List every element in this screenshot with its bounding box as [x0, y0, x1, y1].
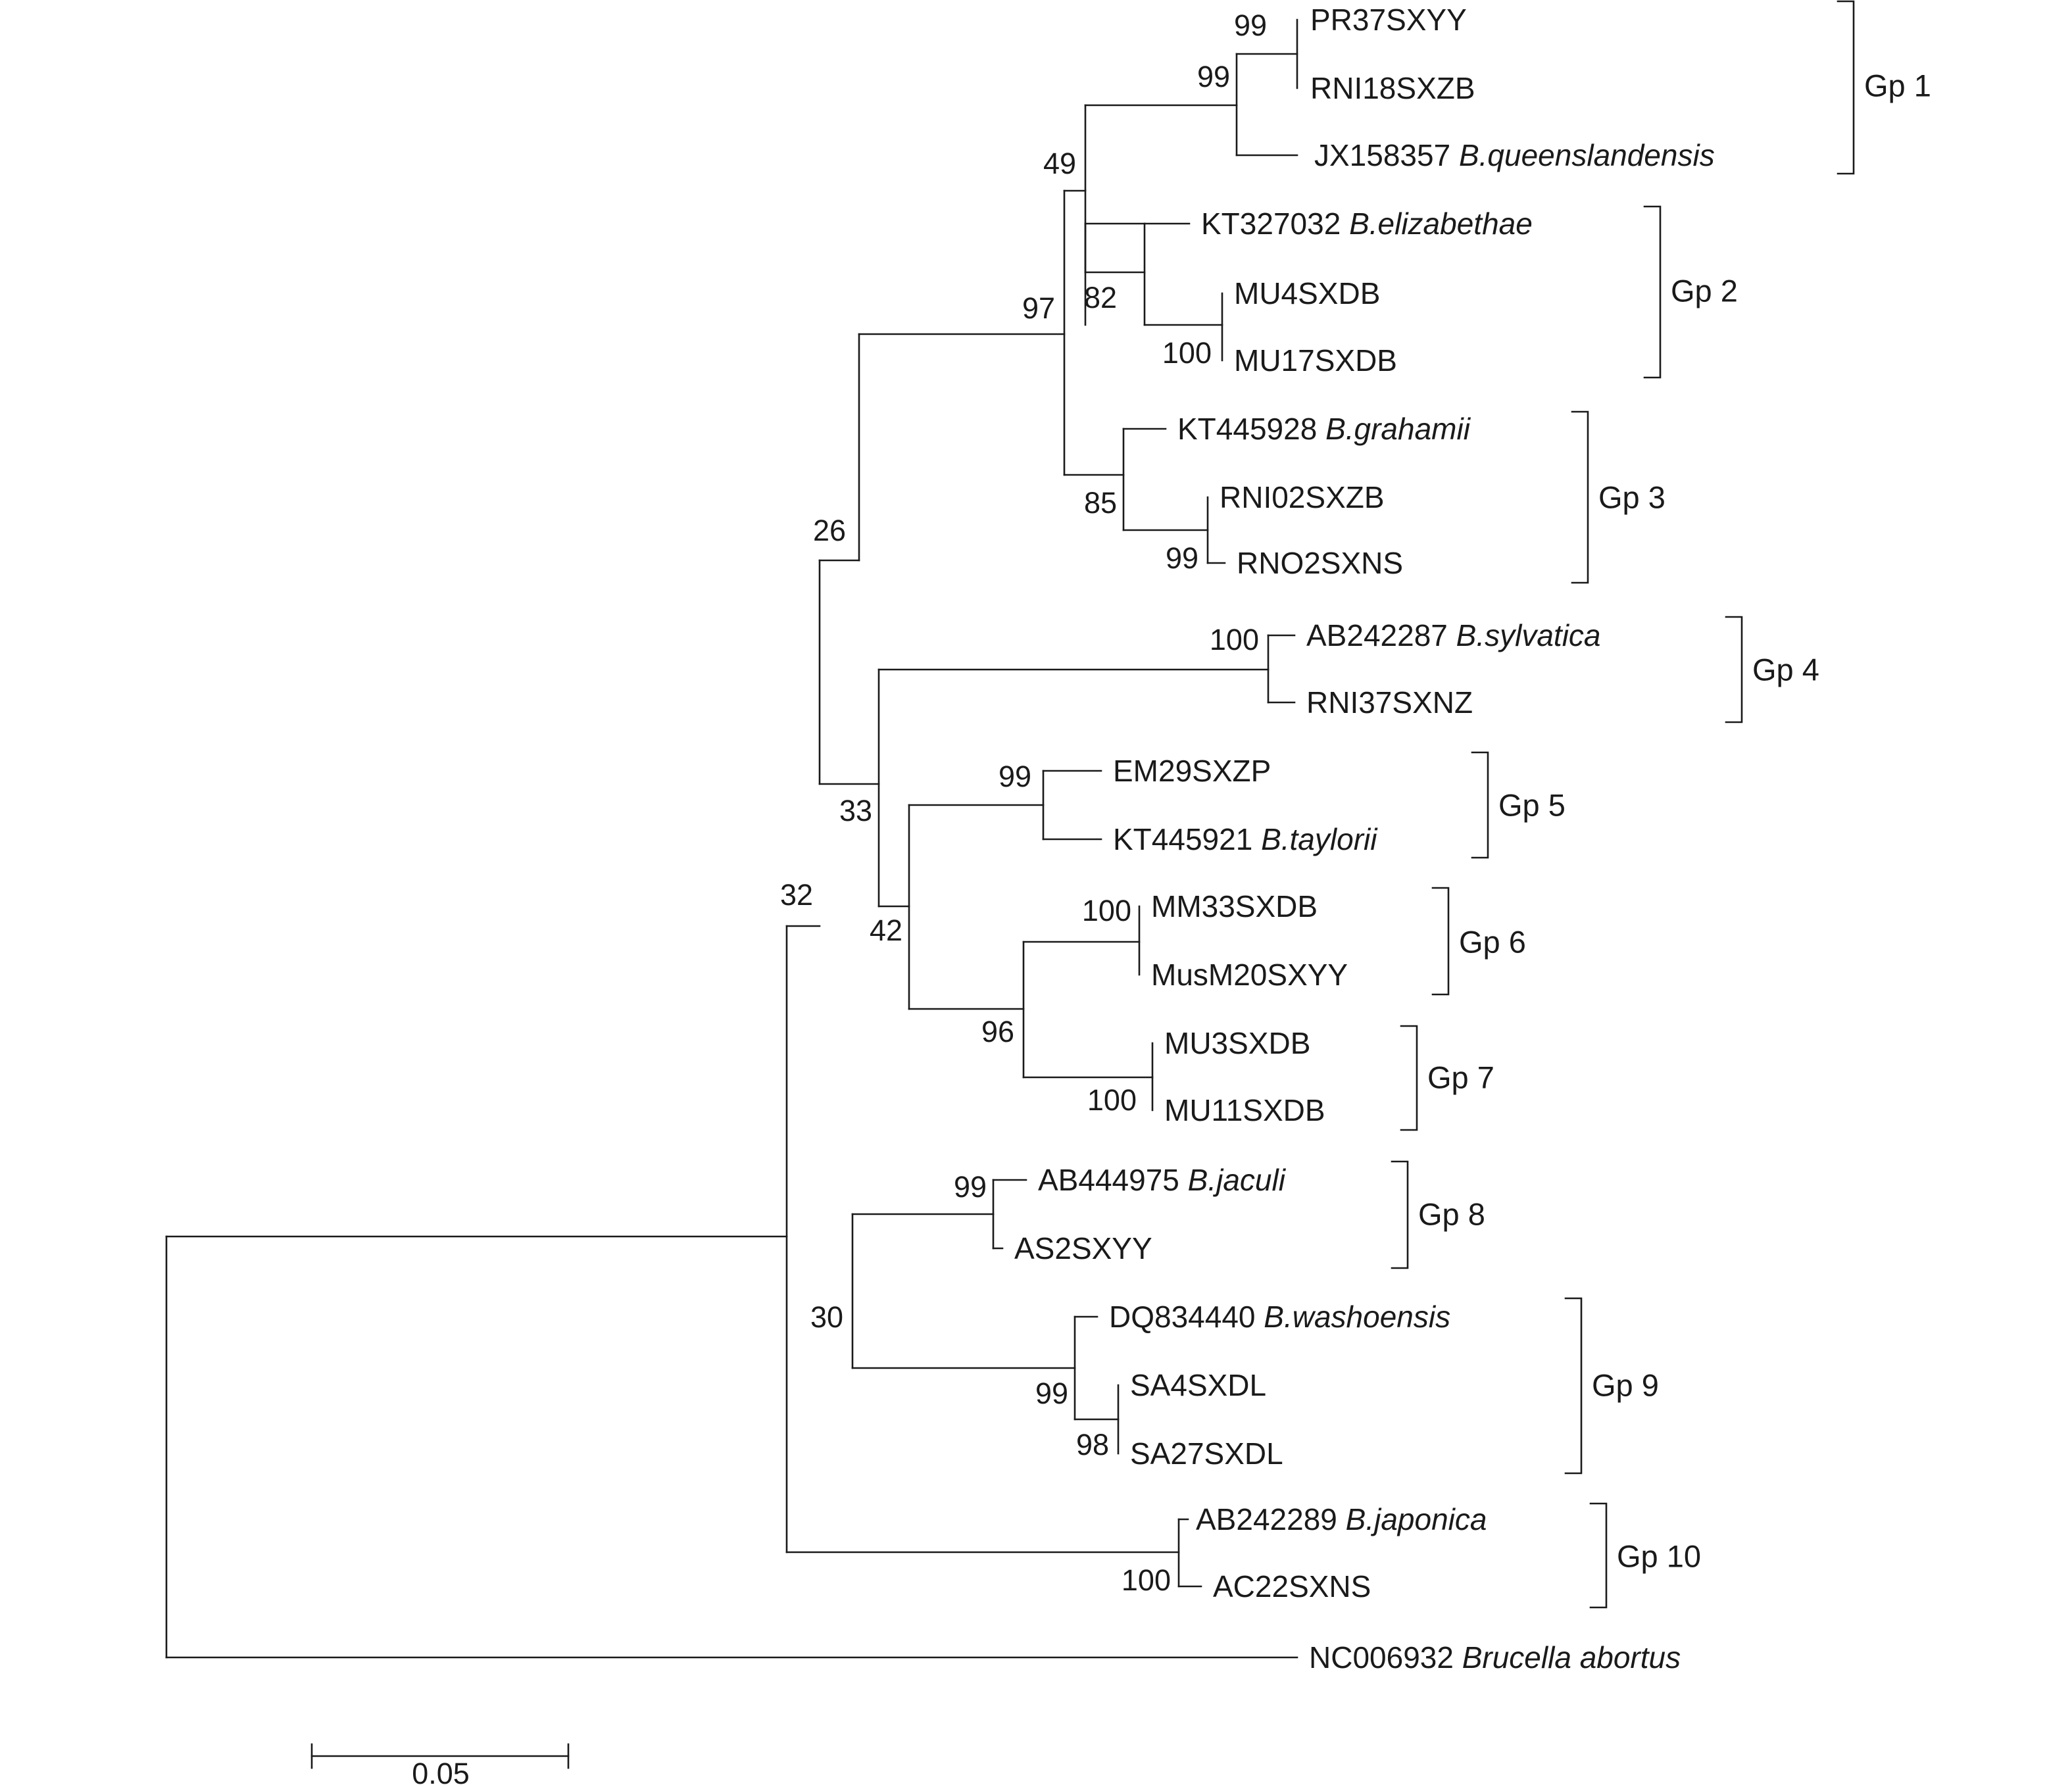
- group-label: Gp 1: [1864, 68, 1931, 103]
- taxon-label: AC22SXNS: [1213, 1569, 1371, 1603]
- taxon-label: MusM20SXYY: [1151, 958, 1348, 992]
- taxon-label: AB444975 B.jaculi: [1038, 1163, 1287, 1197]
- scale-bar-label: 0.05: [412, 1757, 470, 1787]
- taxon-label: MU17SXDB: [1234, 343, 1397, 378]
- group-bracket: [1564, 1297, 1583, 1475]
- taxon-label: SA27SXDL: [1130, 1436, 1283, 1471]
- group-label: Gp 7: [1427, 1060, 1494, 1095]
- bootstrap-value: 100: [1210, 623, 1259, 656]
- bootstrap-value: 99: [1197, 60, 1230, 93]
- bootstrap-value: 97: [1022, 291, 1055, 325]
- taxon-label: RNI37SXNZ: [1306, 685, 1473, 720]
- taxon-label: NC006932 Brucella abortus: [1309, 1640, 1681, 1675]
- taxon-label: MU3SXDB: [1164, 1026, 1310, 1060]
- bootstrap-value: 100: [1162, 336, 1212, 370]
- bootstrap-value: 100: [1082, 894, 1131, 927]
- taxon-label: KT445928 B.grahamii: [1177, 412, 1471, 446]
- bootstrap-value: 100: [1122, 1563, 1171, 1597]
- taxon-label: AB242289 B.japonica: [1196, 1502, 1487, 1536]
- group-bracket: [1589, 1502, 1608, 1609]
- group-brackets: Gp 1 Gp 2 Gp 3 Gp 4 Gp 5 Gp 6 Gp 7 Gp 8 …: [1391, 0, 1931, 1609]
- taxon-label: MU4SXDB: [1234, 276, 1380, 310]
- taxon-label: KT445921 B.taylorii: [1113, 822, 1378, 856]
- group-bracket: [1391, 1160, 1409, 1269]
- group-bracket: [1643, 205, 1662, 379]
- group-bracket: [1571, 410, 1589, 584]
- group-bracket: [1471, 751, 1489, 859]
- group-label: Gp 2: [1671, 274, 1738, 308]
- taxon-label: RNI18SXZB: [1310, 71, 1475, 105]
- bootstrap-value: 26: [813, 514, 846, 547]
- taxon-label: MM33SXDB: [1151, 889, 1318, 923]
- bootstrap-value: 82: [1084, 281, 1117, 314]
- taxon-labels: PR37SXYY RNI18SXZB JX158357 B.queensland…: [1014, 3, 1715, 1675]
- bootstrap-value: 99: [1035, 1377, 1068, 1410]
- group-label: Gp 8: [1418, 1197, 1485, 1232]
- scale-bar: 0.05: [310, 1743, 570, 1787]
- group-label: Gp 9: [1592, 1368, 1659, 1403]
- bootstrap-value: 42: [870, 914, 902, 947]
- taxon-label: MU11SXDB: [1164, 1093, 1325, 1127]
- taxon-label: SA4SXDL: [1130, 1368, 1266, 1402]
- bootstrap-value: 99: [999, 760, 1031, 793]
- taxon-label: DQ834440 B.washoensis: [1109, 1300, 1450, 1334]
- bootstrap-value: 100: [1087, 1083, 1137, 1117]
- bootstrap-value: 49: [1043, 147, 1076, 180]
- taxon-label: AB242287 B.sylvatica: [1306, 618, 1601, 652]
- group-bracket: [1725, 616, 1743, 723]
- bootstrap-value: 85: [1084, 486, 1117, 520]
- taxon-label: PR37SXYY: [1310, 3, 1467, 37]
- taxon-label: RNI02SXZB: [1220, 480, 1385, 514]
- group-bracket: [1431, 887, 1450, 996]
- tree-branches: [165, 18, 1298, 1659]
- taxon-label: JX158357 B.queenslandensis: [1314, 138, 1715, 172]
- bootstrap-value: 32: [780, 878, 813, 912]
- group-label: Gp 3: [1598, 480, 1665, 515]
- group-label: Gp 4: [1752, 652, 1819, 687]
- taxon-label: AS2SXYY: [1014, 1231, 1152, 1265]
- bootstrap-value: 99: [1234, 9, 1267, 42]
- bootstrap-value: 33: [839, 794, 872, 827]
- bootstrap-value: 30: [810, 1300, 843, 1334]
- group-label: Gp 5: [1498, 788, 1566, 823]
- group-bracket: [1837, 0, 1855, 175]
- group-label: Gp 10: [1617, 1539, 1701, 1574]
- bootstrap-value: 99: [1166, 541, 1198, 575]
- bootstrap-value: 98: [1076, 1428, 1109, 1461]
- bootstrap-value: 96: [981, 1015, 1014, 1048]
- group-label: Gp 6: [1459, 925, 1526, 960]
- taxon-label: RNO2SXNS: [1237, 546, 1403, 580]
- taxon-label: KT327032 B.elizabethae: [1201, 207, 1533, 241]
- bootstrap-value: 99: [954, 1170, 987, 1204]
- group-bracket: [1400, 1025, 1418, 1131]
- taxon-label: EM29SXZP: [1113, 754, 1271, 788]
- bootstrap-values: 99 99 49 82 100 97 85 99 26 100 33 99 42…: [780, 9, 1267, 1597]
